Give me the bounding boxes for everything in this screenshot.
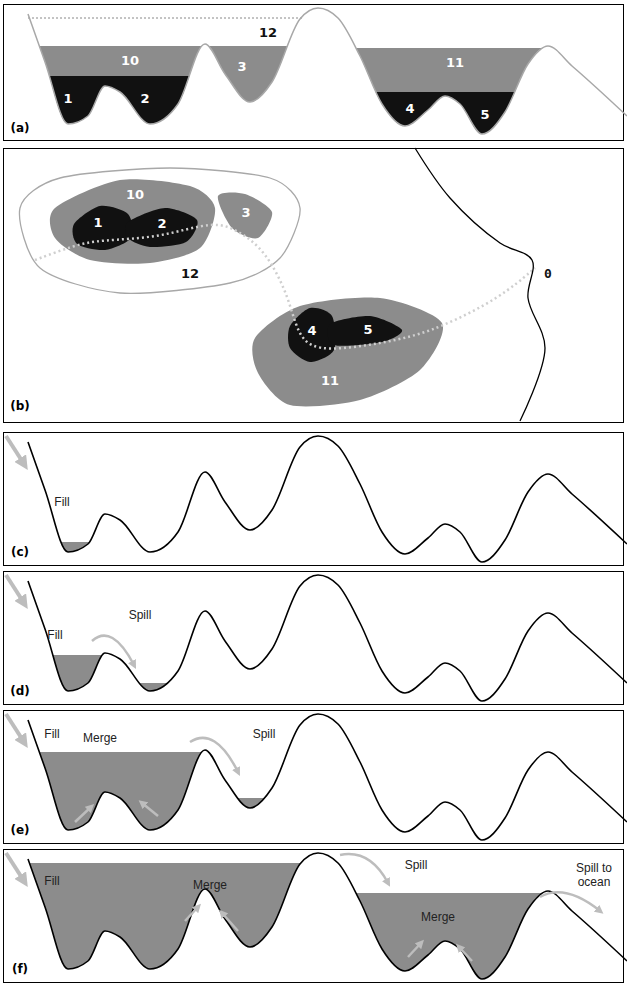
process-label: Spill to ocean: [568, 861, 620, 889]
flow-arrow: [6, 436, 24, 464]
terrain-panel: [6, 714, 627, 850]
flow-arrow: [190, 738, 238, 772]
map-panel: [20, 148, 545, 421]
water-fill: [205, 798, 300, 850]
flow-arrow: [408, 943, 421, 957]
terrain-panel: [6, 436, 627, 572]
region-number: 2: [140, 91, 149, 106]
panel-label: (a): [10, 121, 29, 135]
depression-region: [218, 192, 272, 238]
panel-frame: [4, 433, 624, 566]
process-label: Fill: [54, 495, 69, 509]
panel-frame: [4, 149, 624, 423]
region-number: 10: [121, 53, 139, 68]
flow-arrow: [540, 892, 600, 911]
region-number: 12: [181, 266, 199, 281]
terrain-profile: [28, 575, 627, 701]
water-fill: [28, 46, 305, 144]
water-fill: [28, 542, 105, 572]
region-number: 2: [157, 216, 166, 231]
region-number: 12: [259, 25, 277, 40]
depression-region: [327, 316, 402, 346]
water-fill: [28, 863, 305, 986]
flow-arrow: [75, 807, 91, 822]
region-number: 3: [237, 59, 246, 74]
region-number: 4: [307, 323, 316, 338]
process-label: Spill: [253, 727, 276, 741]
coastline: [415, 148, 545, 421]
flow-arrow: [185, 907, 198, 921]
panel-label: (f): [12, 962, 28, 976]
terrain-profile: [28, 436, 627, 562]
process-label: Merge: [83, 731, 117, 745]
depression-region: [125, 208, 198, 247]
process-label: Fill: [47, 628, 62, 642]
terrain-panel: [28, 8, 627, 144]
depression-region: [20, 168, 301, 293]
process-label: Merge: [421, 910, 455, 924]
flow-arrow: [459, 947, 472, 961]
depression-region: [50, 179, 215, 264]
panel-label: (b): [10, 399, 30, 413]
process-label: Fill: [44, 874, 59, 888]
panel-label: (e): [10, 823, 29, 837]
process-label: Fill: [44, 727, 59, 741]
flow-arrow: [6, 714, 24, 742]
process-label: Spill: [129, 608, 152, 622]
flow-arrow: [142, 803, 158, 816]
region-number: 3: [241, 205, 250, 220]
flow-arrow: [92, 636, 134, 665]
region-number: 1: [93, 215, 102, 230]
terrain-panel: [6, 853, 627, 986]
flow-arrow: [222, 913, 238, 931]
depression-region: [252, 297, 443, 406]
terrain-profile: [28, 714, 627, 840]
panel-label: (d): [10, 684, 30, 698]
terrain-profile: [28, 853, 627, 979]
region-number: 11: [321, 373, 339, 388]
process-label: Merge: [193, 878, 227, 892]
process-label: Spill: [405, 858, 428, 872]
flow-path: [35, 225, 535, 349]
coast-number: 0: [544, 266, 552, 281]
flow-arrow: [6, 575, 24, 603]
depression-region: [72, 206, 132, 250]
flow-arrow: [6, 853, 24, 881]
water-fill: [28, 655, 105, 711]
water-fill: [105, 683, 205, 711]
spill-level-line: [28, 18, 302, 19]
flow-arrow: [340, 854, 388, 883]
terrain-profile: [28, 8, 627, 134]
region-number: 10: [126, 187, 144, 202]
terrain-panel: [6, 575, 627, 711]
region-number: 11: [446, 55, 464, 70]
panel-label: (c): [11, 545, 29, 559]
region-number: 5: [480, 107, 489, 122]
water-fill: [28, 76, 205, 144]
region-number: 1: [63, 91, 72, 106]
region-number: 5: [363, 322, 372, 337]
panel-frame: [4, 572, 624, 705]
region-number: 4: [405, 101, 414, 116]
